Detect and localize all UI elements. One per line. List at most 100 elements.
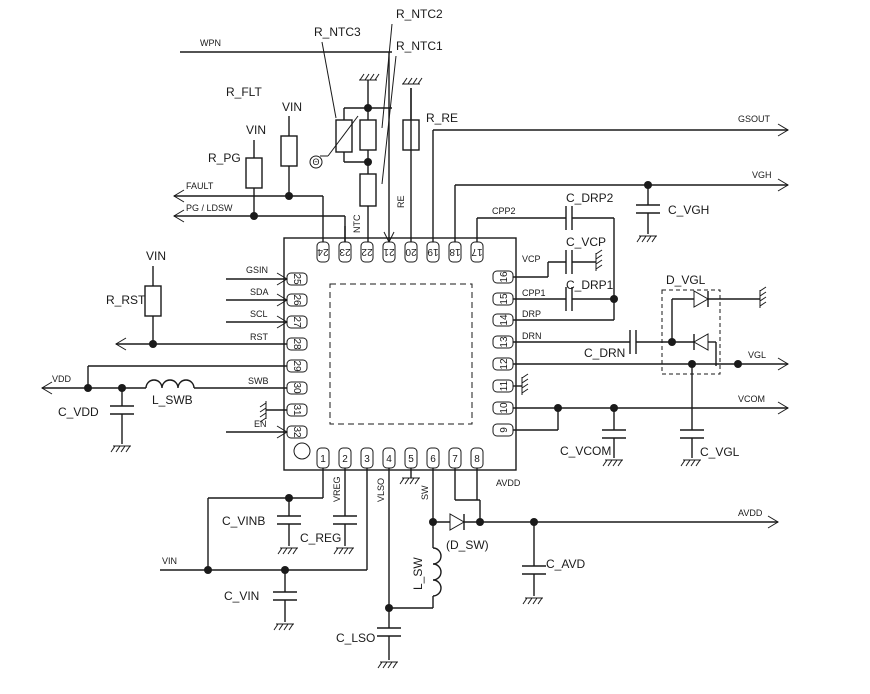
- pin-label: 31: [291, 404, 302, 416]
- component-label: C_VDD: [58, 405, 99, 419]
- pin11-ground: [513, 373, 529, 396]
- component-label: C_DRP1: [566, 278, 614, 292]
- net-label: VIN: [246, 123, 266, 137]
- net-label: VDD: [52, 374, 72, 384]
- d-vgl: D_VGL: [661, 273, 767, 375]
- drp-net: DRP: [513, 309, 614, 321]
- net-label: DRN: [522, 331, 542, 341]
- r-pg: VIN R_PG: [208, 123, 266, 220]
- r-re: R_RE RE: [396, 88, 458, 208]
- component-label: C_VGL: [700, 445, 740, 459]
- pin-label: 23: [339, 246, 351, 257]
- component-label: (D_SW): [446, 538, 489, 552]
- pin-label: 22: [361, 246, 373, 257]
- en-net: EN: [226, 419, 288, 439]
- pin-label: 18: [449, 246, 461, 257]
- net-label: RST: [250, 332, 269, 342]
- net-label: CPP1: [522, 288, 546, 298]
- net-label: GSOUT: [738, 114, 771, 124]
- component-label: C_LSO: [336, 631, 375, 645]
- net-label: WPN: [200, 38, 221, 48]
- vcp-net: VCP C_VCP: [513, 235, 606, 278]
- net-label: VLSO: [376, 478, 386, 502]
- pin20-ground: [401, 77, 423, 242]
- sda-net: SDA: [226, 287, 288, 307]
- cpp2-net: CPP2 C_DRP2: [476, 191, 618, 320]
- net-label: VGL: [748, 350, 766, 360]
- drn-net: DRN C_DRN: [513, 330, 672, 360]
- component-label: L_SW: [411, 557, 425, 590]
- net-label: VCP: [522, 254, 541, 264]
- component-label: C_AVD: [546, 557, 585, 571]
- pin-label: 26: [291, 294, 302, 306]
- pin-label: 29: [291, 360, 302, 372]
- pins-left: 25 26 27 28 29 30 31 32: [286, 272, 308, 439]
- net-label: FAULT: [186, 181, 214, 191]
- net-label: DRP: [522, 309, 541, 319]
- sw-net: SW L_SW (D_SW) AVDD C_AVD: [411, 468, 779, 608]
- net-label: RE: [396, 195, 406, 208]
- vdd-net: VDD SWB L_SWB C_VDD: [41, 365, 287, 453]
- component-label: C_VIN: [224, 589, 259, 603]
- pin-label: 16: [499, 271, 510, 283]
- net-label: VIN: [282, 100, 302, 114]
- pin-label: 9: [499, 427, 510, 433]
- component-label: R_RST: [106, 293, 146, 307]
- r-rst: VIN R_RST: [106, 249, 166, 348]
- component-label: R_NTC1: [396, 39, 443, 53]
- pin-label: 11: [499, 380, 510, 391]
- component-label: R_NTC3: [314, 25, 361, 39]
- net-label: SW: [420, 485, 430, 500]
- net-label: GSIN: [246, 265, 268, 275]
- pin5-ground: [399, 468, 421, 485]
- gsout-net: GSOUT: [432, 114, 789, 242]
- scl-net: SCL: [226, 309, 288, 329]
- net-label: VREG: [332, 476, 342, 502]
- net-label: VIN: [146, 249, 166, 263]
- r-flt: VIN R_FLT: [226, 85, 302, 200]
- vreg-net: VREG C_REG: [300, 468, 357, 555]
- net-label: EN: [254, 419, 267, 429]
- net-label: AVDD: [496, 478, 521, 488]
- pins-top: 24 23 22 21 20 19 18 17: [316, 241, 484, 263]
- net-label: VGH: [752, 170, 772, 180]
- net-label: SWB: [248, 376, 269, 386]
- pin1-marker: [293, 442, 311, 460]
- component-label: R_PG: [208, 151, 241, 165]
- ic-chip: [283, 237, 517, 471]
- vgl-net: VGL C_VGL: [513, 350, 789, 467]
- vin-bottom-net: C_VINB VIN C_VIN: [160, 468, 367, 631]
- l-swb: [145, 379, 195, 389]
- pin-label: 30: [291, 382, 302, 394]
- vlso-net: VLSO C_LSO: [336, 468, 433, 669]
- pins-bottom: 1 2 3 4 5 6 7 8: [316, 447, 484, 469]
- net-label: AVDD: [738, 508, 763, 518]
- net-label: VIN: [162, 556, 177, 566]
- pin-label: 17: [471, 246, 483, 257]
- component-label: C_VINB: [222, 514, 265, 528]
- pin-label: 8: [474, 454, 480, 465]
- component-label: R_RE: [426, 111, 458, 125]
- pin-label: 10: [499, 402, 510, 414]
- r-ntc3: [335, 119, 353, 153]
- rst-net: RST: [115, 332, 287, 351]
- net-label: CPP2: [492, 206, 516, 216]
- fault-net: FAULT: [173, 181, 324, 242]
- pin-label: 12: [499, 358, 510, 370]
- net-label: VCOM: [738, 394, 765, 404]
- component-label: D_VGL: [666, 273, 706, 287]
- pin-label: 1: [320, 454, 326, 465]
- component-label: C_REG: [300, 531, 341, 545]
- component-label: C_DRP2: [566, 191, 614, 205]
- exposed-pad: [329, 283, 473, 425]
- pg-ldsw-net: PG / LDSW: [173, 203, 346, 242]
- cpp1-net: CPP1 C_DRP1: [513, 278, 614, 311]
- avdd-pins: AVDD: [454, 468, 521, 522]
- pin21-wire: [383, 52, 395, 243]
- r-ntc1: [359, 173, 377, 207]
- pins-right: 16 15 14 13 12 11 10 9: [492, 270, 514, 437]
- net-label: SCL: [250, 309, 268, 319]
- wpn-net: WPN: [180, 38, 392, 53]
- component-label: R_NTC2: [396, 7, 443, 21]
